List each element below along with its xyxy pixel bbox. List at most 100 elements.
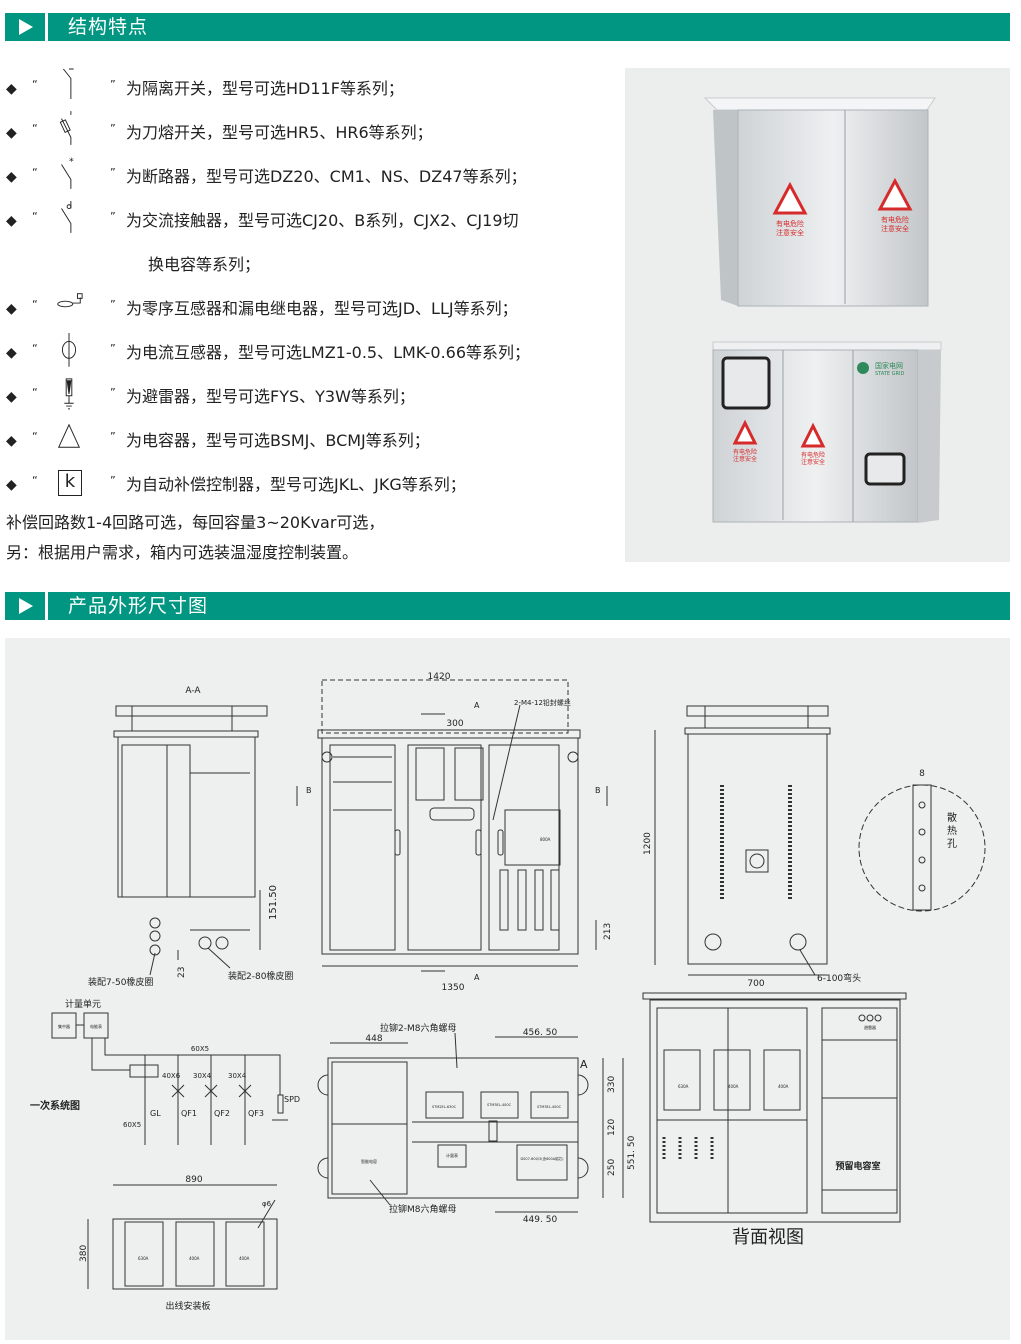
label-b: B: [595, 786, 601, 795]
dim-380: 380: [79, 1245, 89, 1262]
diamond-bullet-icon: ◆: [6, 81, 17, 97]
label-bolts: 2-M4-12铅封螺丝: [514, 698, 571, 707]
label-a: A: [474, 701, 480, 710]
section-header-structure: 结构特点: [5, 13, 1010, 41]
feature-text: 为交流接触器，型号可选CJ20、B系列，CJX2、CJ19切: [126, 211, 519, 230]
concentrator-box: 集中器: [58, 1023, 70, 1029]
quote-open: “: [32, 430, 38, 443]
side-view: [654, 705, 986, 976]
diamond-bullet-icon: ◆: [6, 477, 17, 493]
contactor-icon: [61, 201, 72, 233]
controller-k-icon: k: [58, 470, 82, 496]
qf1-label: QF1: [181, 1109, 197, 1118]
rating: 400A: [728, 1084, 739, 1089]
back-view: [642, 992, 907, 1223]
dim-23: 23: [177, 967, 187, 978]
note-options: 另：根据用户需求，箱内可选装温湿度控制装置。: [6, 543, 359, 562]
label-elbow: 6-100弯头: [817, 972, 861, 984]
vent-label: 热: [947, 824, 957, 837]
meter-label: 计量表: [446, 1152, 458, 1158]
svg-text:*: *: [69, 157, 74, 168]
dim-449: 449. 50: [523, 1215, 558, 1225]
rating-800a: 800A: [540, 837, 551, 842]
dim-1420: 1420: [428, 672, 451, 682]
diamond-bullet-icon: ◆: [6, 433, 17, 449]
circuit-breaker-icon: *: [61, 157, 74, 189]
rating: 630A: [138, 1256, 149, 1261]
capacitor-label: 智能电容: [361, 1158, 377, 1164]
dim-1350: 1350: [442, 983, 465, 993]
vent-label: 散: [947, 811, 957, 824]
feature-text: 为避雷器，型号可选FYS、Y3W等系列；: [126, 387, 415, 406]
label-rubber-ring-7: 装配7-50橡皮圈: [88, 976, 153, 988]
label-b: B: [306, 786, 312, 795]
label-aa: A-A: [185, 686, 201, 696]
rating: 400A: [778, 1084, 789, 1089]
dim-120: 120: [607, 1119, 617, 1136]
fuse-switch-label: DS07-600/3(含600A熔芯): [520, 1156, 564, 1161]
diamond-bullet-icon: ◆: [6, 301, 17, 317]
quote-close: ”: [110, 298, 116, 311]
qf2-label: QF2: [214, 1109, 230, 1118]
play-arrow-icon: [5, 13, 45, 41]
dim-890: 890: [185, 1175, 202, 1185]
branch-size: 30X4: [228, 1072, 247, 1080]
dim-151: 151.50: [268, 885, 279, 920]
diamond-bullet-icon: ◆: [6, 213, 17, 229]
label-rubber-ring-2: 装配2-80橡皮圈: [228, 970, 293, 982]
capacitor-icon: [57, 423, 81, 448]
vent-label: 孔: [947, 838, 957, 850]
play-arrow-icon: [5, 592, 45, 620]
meter-unit-label: 计量单元: [65, 998, 101, 1010]
dim-213: 213: [603, 923, 613, 940]
product-photos: 有电危险 注意安全 有电危险 注意安全 有电危险 注意安全 有电危险 注意安全 …: [625, 68, 1010, 562]
quote-open: “: [32, 342, 38, 355]
quote-open: “: [32, 386, 38, 399]
warning-text: 注意安全: [801, 458, 825, 466]
label-a: A: [474, 973, 480, 982]
diamond-bullet-icon: ◆: [6, 345, 17, 361]
reserved-capacitor-room: 预留电容室: [835, 1160, 880, 1172]
feed-size: 60X5: [123, 1121, 141, 1129]
switch-label: STM3EL-400C: [487, 1103, 512, 1107]
brand-name-cn: 国家电网: [875, 361, 903, 370]
plan-view: [317, 1032, 624, 1213]
quote-open: “: [32, 210, 38, 223]
feature-text: 为自动补偿控制器，型号可选JKL、JKG等系列；: [126, 475, 466, 494]
dim-456: 456. 50: [523, 1028, 558, 1038]
quote-close: ”: [110, 342, 116, 355]
branch-size: 40X6: [162, 1072, 181, 1080]
bus-size: 60X5: [191, 1045, 209, 1053]
quote-open: “: [32, 298, 38, 311]
warning-text: 有电危险: [801, 451, 825, 459]
dim-330: 330: [607, 1076, 617, 1093]
isolating-switch-icon: [63, 68, 74, 99]
brand-name-en: STATE GRID: [875, 371, 904, 377]
back-view-title: 背面视图: [732, 1227, 804, 1248]
switch-label: STM2EL-630C: [432, 1105, 457, 1109]
quote-open: “: [32, 166, 38, 179]
feature-text: 为电流互感器，型号可选LMZ1-0.5、LMK-0.66等系列；: [126, 343, 531, 362]
quote-close: ”: [110, 78, 116, 91]
warning-text: 有电危险: [733, 448, 757, 456]
feature-text: 为电容器，型号可选BSMJ、BCMJ等系列；: [126, 431, 430, 450]
gl-label: GL: [150, 1109, 161, 1118]
system-diagram-title: 一次系统图: [30, 1099, 80, 1112]
rating: 630A: [678, 1084, 689, 1089]
dim-1200: 1200: [643, 832, 653, 855]
arrester-label: 避雷器: [864, 1024, 876, 1030]
section-header-dimensions: 产品外形尺寸图: [5, 592, 1010, 620]
quote-close: ”: [110, 166, 116, 179]
meter-box: 电能表: [90, 1023, 102, 1029]
hole-size: φ6: [262, 1200, 272, 1208]
current-transformer-icon: [61, 333, 77, 367]
feature-text: 为断路器，型号可选DZ20、CM1、NS、DZ47等系列；: [126, 167, 527, 186]
quote-close: ”: [110, 386, 116, 399]
section-view-aa: [113, 705, 268, 976]
quote-close: ”: [110, 210, 116, 223]
surge-arrester-icon: [64, 378, 74, 410]
dim-250: 250: [607, 1159, 617, 1176]
quote-open: “: [32, 122, 38, 135]
label-nut-bottom: 拉铆M8六角螺母: [389, 1203, 457, 1215]
